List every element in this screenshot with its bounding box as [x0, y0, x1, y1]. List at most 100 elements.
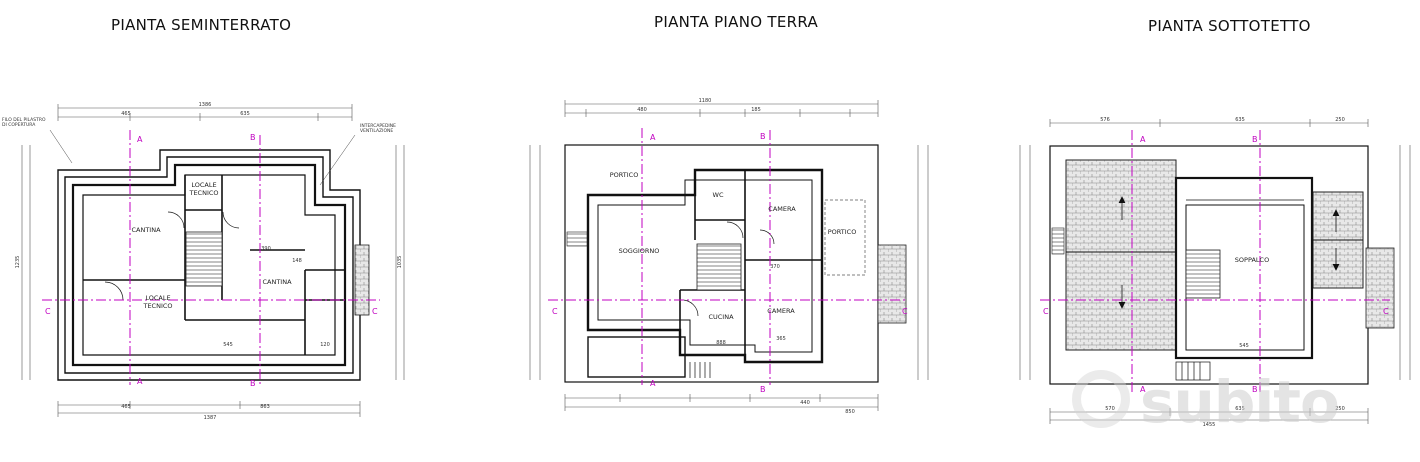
basement-section-lines	[42, 130, 380, 385]
section-mark-a-attic-bottom: A	[1140, 385, 1146, 394]
ground-plan-title: PIANTA PIANO TERRA	[654, 13, 819, 31]
basement-internal-walls	[83, 175, 345, 355]
basement-plan-title: PIANTA SEMINTERRATO	[111, 16, 292, 34]
dim-attic-top-c: 250	[1335, 117, 1345, 123]
section-mark-a-ground-bottom: A	[650, 379, 656, 388]
room-label-cantina-1: CANTINA	[131, 226, 161, 234]
ground-dimensions-bottom	[564, 394, 879, 411]
section-mark-c-ground-right: C	[902, 307, 908, 316]
ground-inner-wall	[597, 179, 813, 353]
section-mark-b-ground-top: B	[760, 132, 766, 141]
attic-dimensions-top	[1049, 119, 1369, 127]
attic-stairs	[1185, 249, 1221, 299]
dim-basement-inner-120: 120	[320, 342, 330, 348]
attic-roof-arrows	[1118, 196, 1340, 309]
dim-attic-bottom-c: 250	[1335, 406, 1345, 412]
dim-attic-bottom-total: 1455	[1203, 422, 1216, 428]
room-label-soggiorno: SOGGIORNO	[619, 247, 660, 255]
attic-left-steps	[1051, 227, 1065, 255]
ground-portico-dashed	[824, 199, 866, 276]
section-mark-c-attic-right: C	[1383, 307, 1389, 316]
dim-ground-inner-370: 370	[770, 264, 780, 270]
section-mark-a-basement-bottom: A	[137, 377, 143, 386]
room-label-cucina: CUCINA	[708, 313, 734, 321]
basement-vent-hatch	[354, 244, 370, 316]
ground-lower-block	[587, 336, 686, 378]
attic-right-grille	[1365, 247, 1395, 329]
dim-ground-bottom-total: 850	[845, 409, 855, 415]
ground-plan	[529, 100, 929, 411]
dim-ground-top-a: 480	[637, 107, 647, 113]
basement-dimensions-sides	[21, 145, 405, 380]
basement-door-3	[104, 281, 124, 301]
ground-door-2	[759, 229, 775, 245]
basement-dimensions-bottom	[57, 401, 361, 417]
dim-basement-inner-148: 148	[292, 258, 302, 264]
room-label-camera-1: CAMERA	[768, 205, 796, 213]
section-mark-c-basement-right: C	[372, 307, 378, 316]
watermark-text: subito	[1140, 368, 1340, 436]
dim-ground-top-b: 185	[751, 107, 761, 113]
dim-basement-inner-390: 390	[261, 246, 271, 252]
dim-basement-bottom-a: 465	[121, 404, 131, 410]
ground-door-1	[726, 221, 744, 239]
dim-ground-inner-888: 888	[716, 340, 726, 346]
room-label-portico-2: PORTICO	[828, 228, 857, 236]
ground-right-grille	[877, 244, 907, 324]
dim-attic-top-a: 576	[1100, 117, 1110, 123]
room-label-camera-2: CAMERA	[767, 307, 795, 315]
ground-door-3	[681, 299, 699, 317]
section-mark-a-basement-top: A	[137, 135, 143, 144]
section-mark-b-attic-bottom: B	[1252, 385, 1258, 394]
ground-entry-steps	[689, 362, 711, 378]
dim-basement-top-b: 635	[240, 111, 250, 117]
basement-outer-wall-2	[64, 156, 354, 374]
ground-left-steps	[566, 231, 588, 247]
basement-stairs	[185, 231, 223, 287]
dim-basement-top-total: 1386	[199, 102, 212, 108]
basement-dimensions-top	[57, 104, 353, 121]
section-mark-b-ground-bottom: B	[760, 385, 766, 394]
section-mark-c-attic-left: C	[1043, 307, 1049, 316]
dim-basement-left-total: 1235	[15, 256, 21, 269]
section-mark-c-ground-left: C	[552, 307, 558, 316]
dim-attic-bottom-b: 635	[1235, 406, 1245, 412]
dim-basement-top-a: 465	[121, 111, 131, 117]
attic-outer-wall	[1174, 176, 1314, 360]
dim-basement-right-total: 1035	[397, 256, 403, 269]
basement-outer-wall-3	[71, 163, 347, 367]
room-label-portico-1: PORTICO	[610, 171, 639, 179]
room-label-wc: WC	[713, 191, 724, 199]
basement-door-1	[167, 211, 185, 229]
section-mark-a-attic-top: A	[1140, 135, 1146, 144]
basement-outer-wall-1	[57, 149, 361, 381]
section-mark-b-attic-top: B	[1252, 135, 1258, 144]
ground-dimensions-sides	[529, 145, 929, 380]
basement-door-2	[222, 211, 240, 229]
dim-basement-bottom-total: 1387	[204, 415, 217, 421]
attic-plan	[1019, 119, 1411, 424]
watermark-logo-icon	[1072, 370, 1130, 428]
dim-attic-inner-545: 545	[1239, 343, 1249, 349]
attic-roof-left	[1065, 159, 1177, 351]
ground-section-lines	[548, 128, 908, 385]
dim-ground-bottom-a: 440	[800, 400, 810, 406]
dim-attic-top-b: 635	[1235, 117, 1245, 123]
section-mark-a-ground-top: A	[650, 133, 656, 142]
attic-section-lines	[1040, 130, 1390, 392]
ground-dimensions-top	[564, 100, 879, 117]
attic-bottom-steps	[1175, 361, 1211, 381]
section-mark-b-basement-top: B	[250, 133, 256, 142]
ground-stairs	[696, 243, 742, 291]
dim-basement-bottom-b: 863	[260, 404, 270, 410]
attic-plan-title: PIANTA SOTTOTETTO	[1148, 17, 1311, 35]
attic-dimensions-sides	[1019, 145, 1411, 380]
dim-ground-top-total: 1180	[699, 98, 712, 104]
basement-plan	[21, 104, 405, 417]
